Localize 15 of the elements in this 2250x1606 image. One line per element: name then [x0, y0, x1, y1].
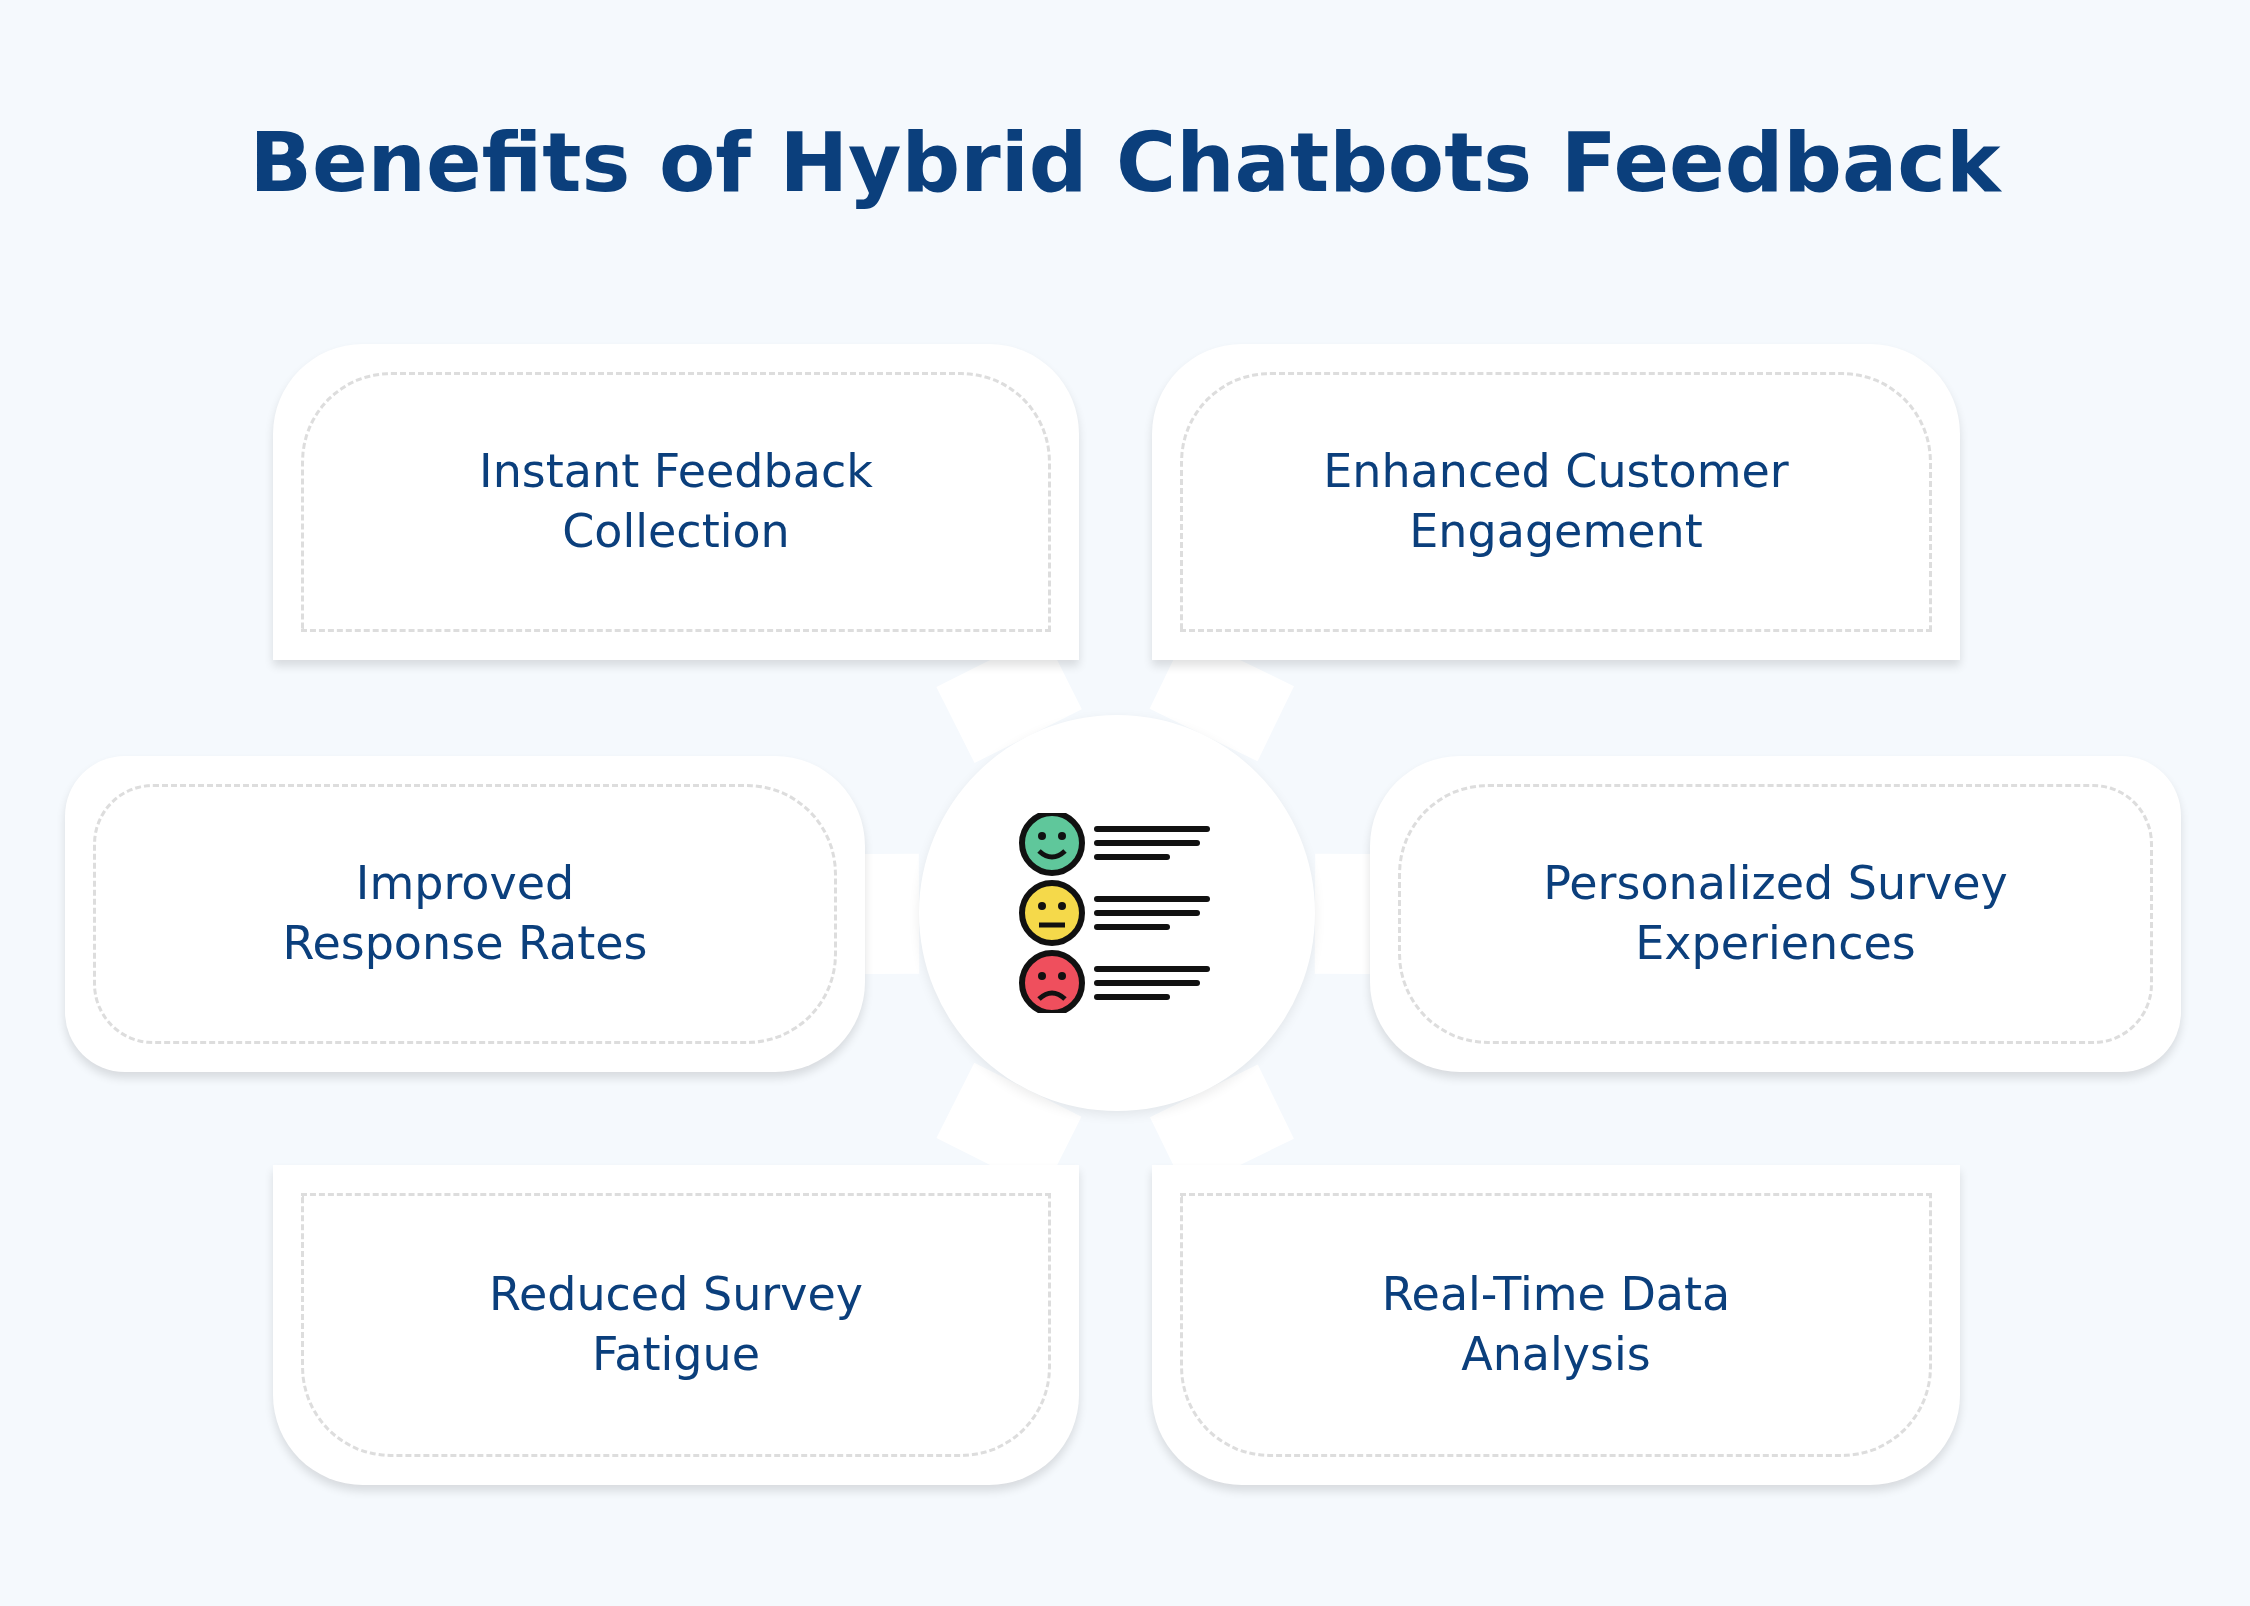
benefit-card: [65, 756, 865, 1072]
benefit-label: Enhanced Customer Engagement: [1322, 443, 1790, 560]
benefit-card: [1370, 756, 2181, 1072]
benefit-card: [273, 344, 1079, 660]
diagram-title: Benefits of Hybrid Chatbots Feedback: [249, 115, 2001, 210]
benefit-card: [1152, 1165, 1960, 1485]
benefit-label: Instant Feedback Collection: [478, 443, 874, 560]
benefit-label: Real-Time Data Analysis: [1381, 1266, 1731, 1383]
benefit-label: Improved Response Rates: [281, 855, 649, 972]
benefit-card: [1152, 344, 1960, 660]
connector-band: [1314, 853, 1371, 974]
benefit-label: Reduced Survey Fatigue: [488, 1266, 864, 1383]
connector-band: [864, 853, 920, 974]
benefit-card: [273, 1165, 1079, 1485]
benefit-label: Personalized Survey Experiences: [1542, 855, 2009, 972]
